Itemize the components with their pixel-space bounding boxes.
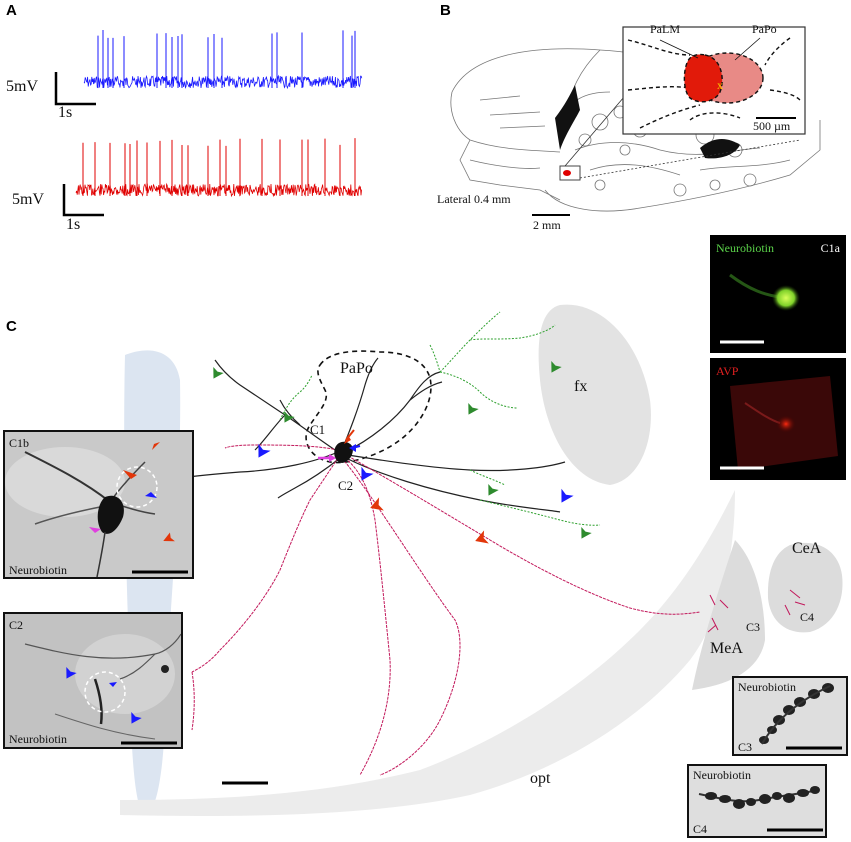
c3-id-label: C3 [738,740,753,754]
c2-inset: C2 Neurobiotin [3,612,183,749]
voltage-scale-top: 5mV [6,78,38,95]
scale-bar-bottom [62,184,104,217]
trace-noise [83,74,363,90]
avp-label: AVP [716,364,739,378]
black-dendrites [179,357,566,513]
region-red-dot [563,170,571,176]
dark-tract [555,85,580,150]
inset-scale-label: 500 µm [753,119,791,133]
dark-ventricle [700,139,740,159]
c4-stain-label: Neurobiotin [693,768,751,782]
c4-inset: Neurobiotin C4 [687,764,827,838]
c4-label: C4 [800,610,815,624]
c1b-inset: C1b Neurobiotin [3,430,194,579]
c2-label: C2 [338,478,354,493]
blue-voltage-trace [83,30,363,90]
recording-site-marker: x [717,78,723,92]
zoom-line-1 [564,89,631,167]
papo-label: PaPo [340,360,373,377]
zoom-line-2 [579,139,801,179]
region-box [559,165,581,181]
c3-label: C3 [746,620,761,634]
c2-stain-label: Neurobiotin [9,732,67,746]
cea-label: CeA [792,540,822,557]
palm-label: PaLM [650,22,680,36]
lateral-label: Lateral 0.4 mm [437,192,511,206]
cea-region [767,542,843,633]
mea-region [692,540,765,690]
c1-label: C1 [310,422,326,437]
papo-pointer [734,37,761,61]
optic-tract [120,490,735,816]
papo-inset-label: PaPo [752,22,777,36]
c4-id-label: C4 [693,822,708,836]
fx-region [538,304,651,485]
voltage-scale-bottom: 5mV [12,191,44,208]
panel-label-a: A [6,2,17,19]
time-scale-top: 1s [58,104,73,121]
axon-terminals [707,589,806,633]
opt-label: opt [530,770,551,787]
avp-fluorescence-panel: AVP [710,358,846,480]
scale-bar-top [54,72,96,106]
palm-pointer [659,39,699,59]
c1b-id-label: C1b [9,436,30,450]
palm-region [683,53,723,103]
fx-label: fx [574,378,588,395]
c3-stain-label: Neurobiotin [738,680,796,694]
red-voltage-trace [75,138,362,198]
time-scale-bottom: 1s [66,216,81,233]
green-dendrites [279,311,601,526]
mea-label: MeA [710,640,743,657]
c1b-stain-label: Neurobiotin [9,563,67,577]
papo-boundary [305,350,432,464]
neurobiotin-fluorescence-panel: Neurobiotin C1a [710,235,846,353]
panel-label-c: C [6,318,17,335]
neurobiotin-fluor-label: Neurobiotin [716,241,774,255]
trace-noise [75,182,362,198]
c2-id-label: C2 [9,618,24,632]
panel-label-b: B [440,2,451,19]
soma [334,441,353,463]
c3-inset: Neurobiotin C3 [732,676,848,756]
magenta-axon [191,444,701,776]
arrowheads [213,360,592,544]
c1a-label: C1a [820,241,840,255]
scale-2mm-label: 2 mm [533,218,561,232]
